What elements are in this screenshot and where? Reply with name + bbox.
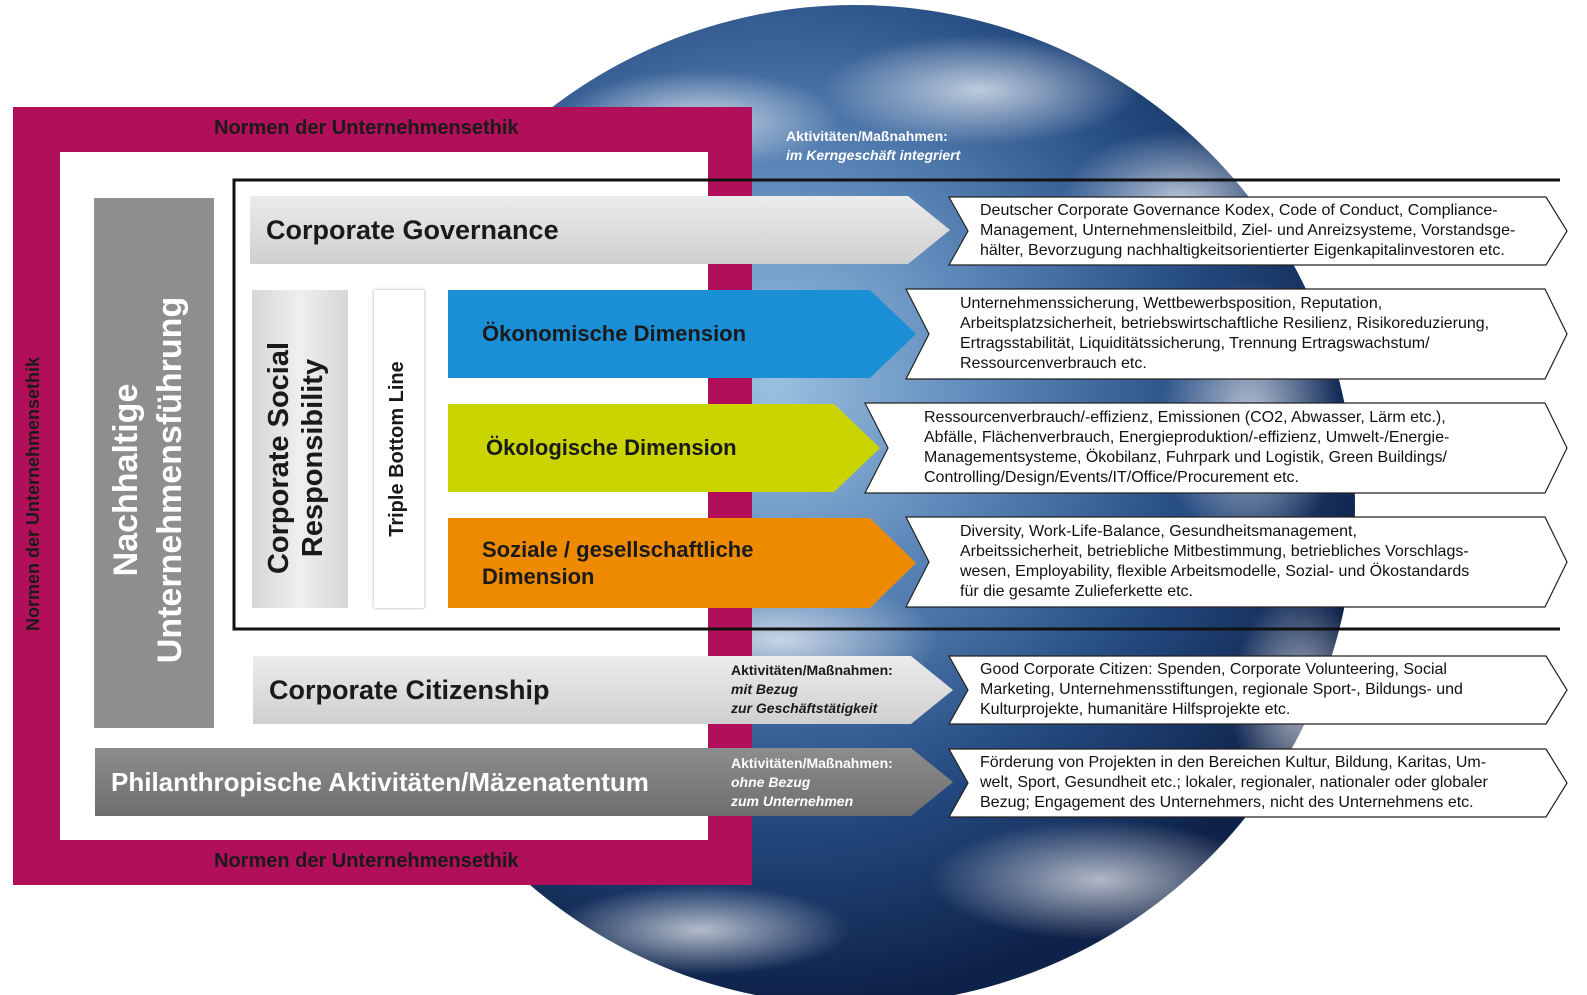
ecological-dimension-arrow: Ökologische Dimension [448, 404, 880, 492]
governance-desc-line: hälter, Bevorzugung nachhaltigkeitsorien… [980, 242, 1505, 259]
citizenship-desc: Good Corporate Citizen: Spenden, Corpora… [948, 655, 1568, 725]
ecological-desc-line: Managementsysteme, Ökobilanz, Fuhrpark u… [924, 449, 1447, 466]
philanthropy-activity-line1: Aktivitäten/Maßnahmen: [731, 755, 893, 771]
ecological-dimension-label: Ökologische Dimension [486, 435, 737, 460]
ecological-desc-line: Ressourcenverbrauch/-effizienz, Emission… [924, 409, 1446, 426]
tbl-label: Triple Bottom Line [386, 361, 408, 537]
economic-desc-line: Unternehmenssicherung, Wettbewerbspositi… [960, 295, 1383, 312]
economic-desc-line: Arbeitsplatzsicherheit, betriebswirtscha… [960, 315, 1490, 332]
nachhaltige-line1: Nachhaltige [107, 383, 145, 577]
philanthropy-activity-line2: ohne Bezug [731, 774, 811, 790]
citizenship-desc-line: Kulturprojekte, humanitäre Hilfsprojekte… [980, 701, 1291, 718]
nachhaltige-line2: Unternehmensführung [151, 296, 189, 664]
csr-line2: Responsibility [297, 358, 329, 558]
activity-top-label: Aktivitäten/Maßnahmen: im Kerngeschäft i… [786, 127, 960, 165]
philanthropy-label: Philanthropische Aktivitäten/Mäzenatentu… [111, 766, 649, 797]
governance-desc-line: Deutscher Corporate Governance Kodex, Co… [980, 202, 1498, 219]
governance-desc: Deutscher Corporate Governance Kodex, Co… [948, 196, 1568, 266]
ethics-label-bottom: Normen der Unternehmensethik [214, 850, 519, 872]
social-dimension-line2: Dimension [482, 564, 595, 589]
philanthropy-desc-line: Förderung von Projekten in den Bereichen… [980, 754, 1487, 771]
governance-label: Corporate Governance [266, 214, 559, 245]
citizenship-desc-line: Good Corporate Citizen: Spenden, Corpora… [980, 661, 1447, 678]
social-desc-line: für die gesamte Zulieferkette etc. [960, 583, 1193, 600]
tbl-panel [374, 290, 424, 608]
citizenship-activity-line3: zur Geschäftstätigkeit [731, 700, 878, 716]
economic-desc-line: Ressourcenverbrauch etc. [960, 355, 1147, 372]
economic-desc-line: Ertragsstabilität, Liquiditätssicherung,… [960, 335, 1430, 352]
nachhaltige-title: Nachhaltige Unternehmensführung [104, 215, 204, 745]
philanthropy-desc-line: welt, Sport, Gesundheit etc.; lokaler, r… [980, 774, 1488, 791]
social-desc-line: Arbeitssicherheit, betriebliche Mitbesti… [960, 543, 1469, 560]
ecological-desc-line: Controlling/Design/Events/IT/Office/Proc… [924, 469, 1299, 486]
citizenship-activity-label: Aktivitäten/Maßnahmen: mit Bezug zur Ges… [731, 661, 893, 718]
economic-dimension-label: Ökonomische Dimension [482, 321, 747, 346]
activity-top-line2: im Kerngeschäft integriert [786, 147, 961, 163]
core-bracket [232, 178, 1560, 631]
philanthropy-activity-label: Aktivitäten/Maßnahmen: ohne Bezug zum Un… [731, 754, 893, 811]
csr-panel [252, 290, 348, 608]
philanthropy-arrow: Philanthropische Aktivitäten/Mäzenatentu… [95, 748, 953, 816]
nachhaltige-panel [94, 198, 214, 728]
citizenship-arrow: Corporate Citizenship [253, 656, 953, 724]
csr-title: Corporate Social Responsibility [262, 299, 338, 617]
philanthropy-activity-line3: zum Unternehmen [731, 793, 854, 809]
social-desc-line: wesen, Employability, flexible Arbeitsmo… [960, 563, 1470, 580]
citizenship-desc-line: Marketing, Unternehmensstiftungen, regio… [980, 681, 1463, 698]
citizenship-label: Corporate Citizenship [269, 674, 550, 705]
governance-desc-line: Management, Unternehmensleitbild, Ziel- … [980, 222, 1516, 239]
ecological-desc: Ressourcenverbrauch/-effizienz, Emission… [864, 402, 1568, 494]
citizenship-activity-line1: Aktivitäten/Maßnahmen: [731, 662, 893, 678]
ethics-label-top: Normen der Unternehmensethik [214, 117, 519, 139]
social-dimension-arrow: Soziale / gesellschaftliche Dimension [448, 518, 916, 608]
economic-dimension-arrow: Ökonomische Dimension [448, 290, 916, 378]
philanthropy-desc-line: Bezug; Engagement des Unternehmers, nich… [980, 794, 1474, 811]
economic-desc: Unternehmenssicherung, Wettbewerbspositi… [905, 288, 1568, 380]
social-desc-line: Diversity, Work-Life-Balance, Gesundheit… [960, 523, 1357, 540]
citizenship-activity-line2: mit Bezug [731, 681, 798, 697]
activity-top-line1: Aktivitäten/Maßnahmen: [786, 128, 948, 144]
social-dimension-label: Soziale / gesellschaftliche Dimension [482, 536, 753, 590]
social-dimension-line1: Soziale / gesellschaftliche [482, 537, 754, 562]
ethics-label-left: Normen der Unternehmensethik [23, 356, 43, 632]
social-desc: Diversity, Work-Life-Balance, Gesundheit… [905, 516, 1568, 608]
ecological-desc-line: Abfälle, Flächenverbrauch, Energieproduk… [924, 429, 1450, 446]
csr-line1: Corporate Social [263, 341, 295, 575]
philanthropy-desc: Förderung von Projekten in den Bereichen… [948, 748, 1568, 818]
governance-arrow: Corporate Governance [250, 196, 950, 264]
